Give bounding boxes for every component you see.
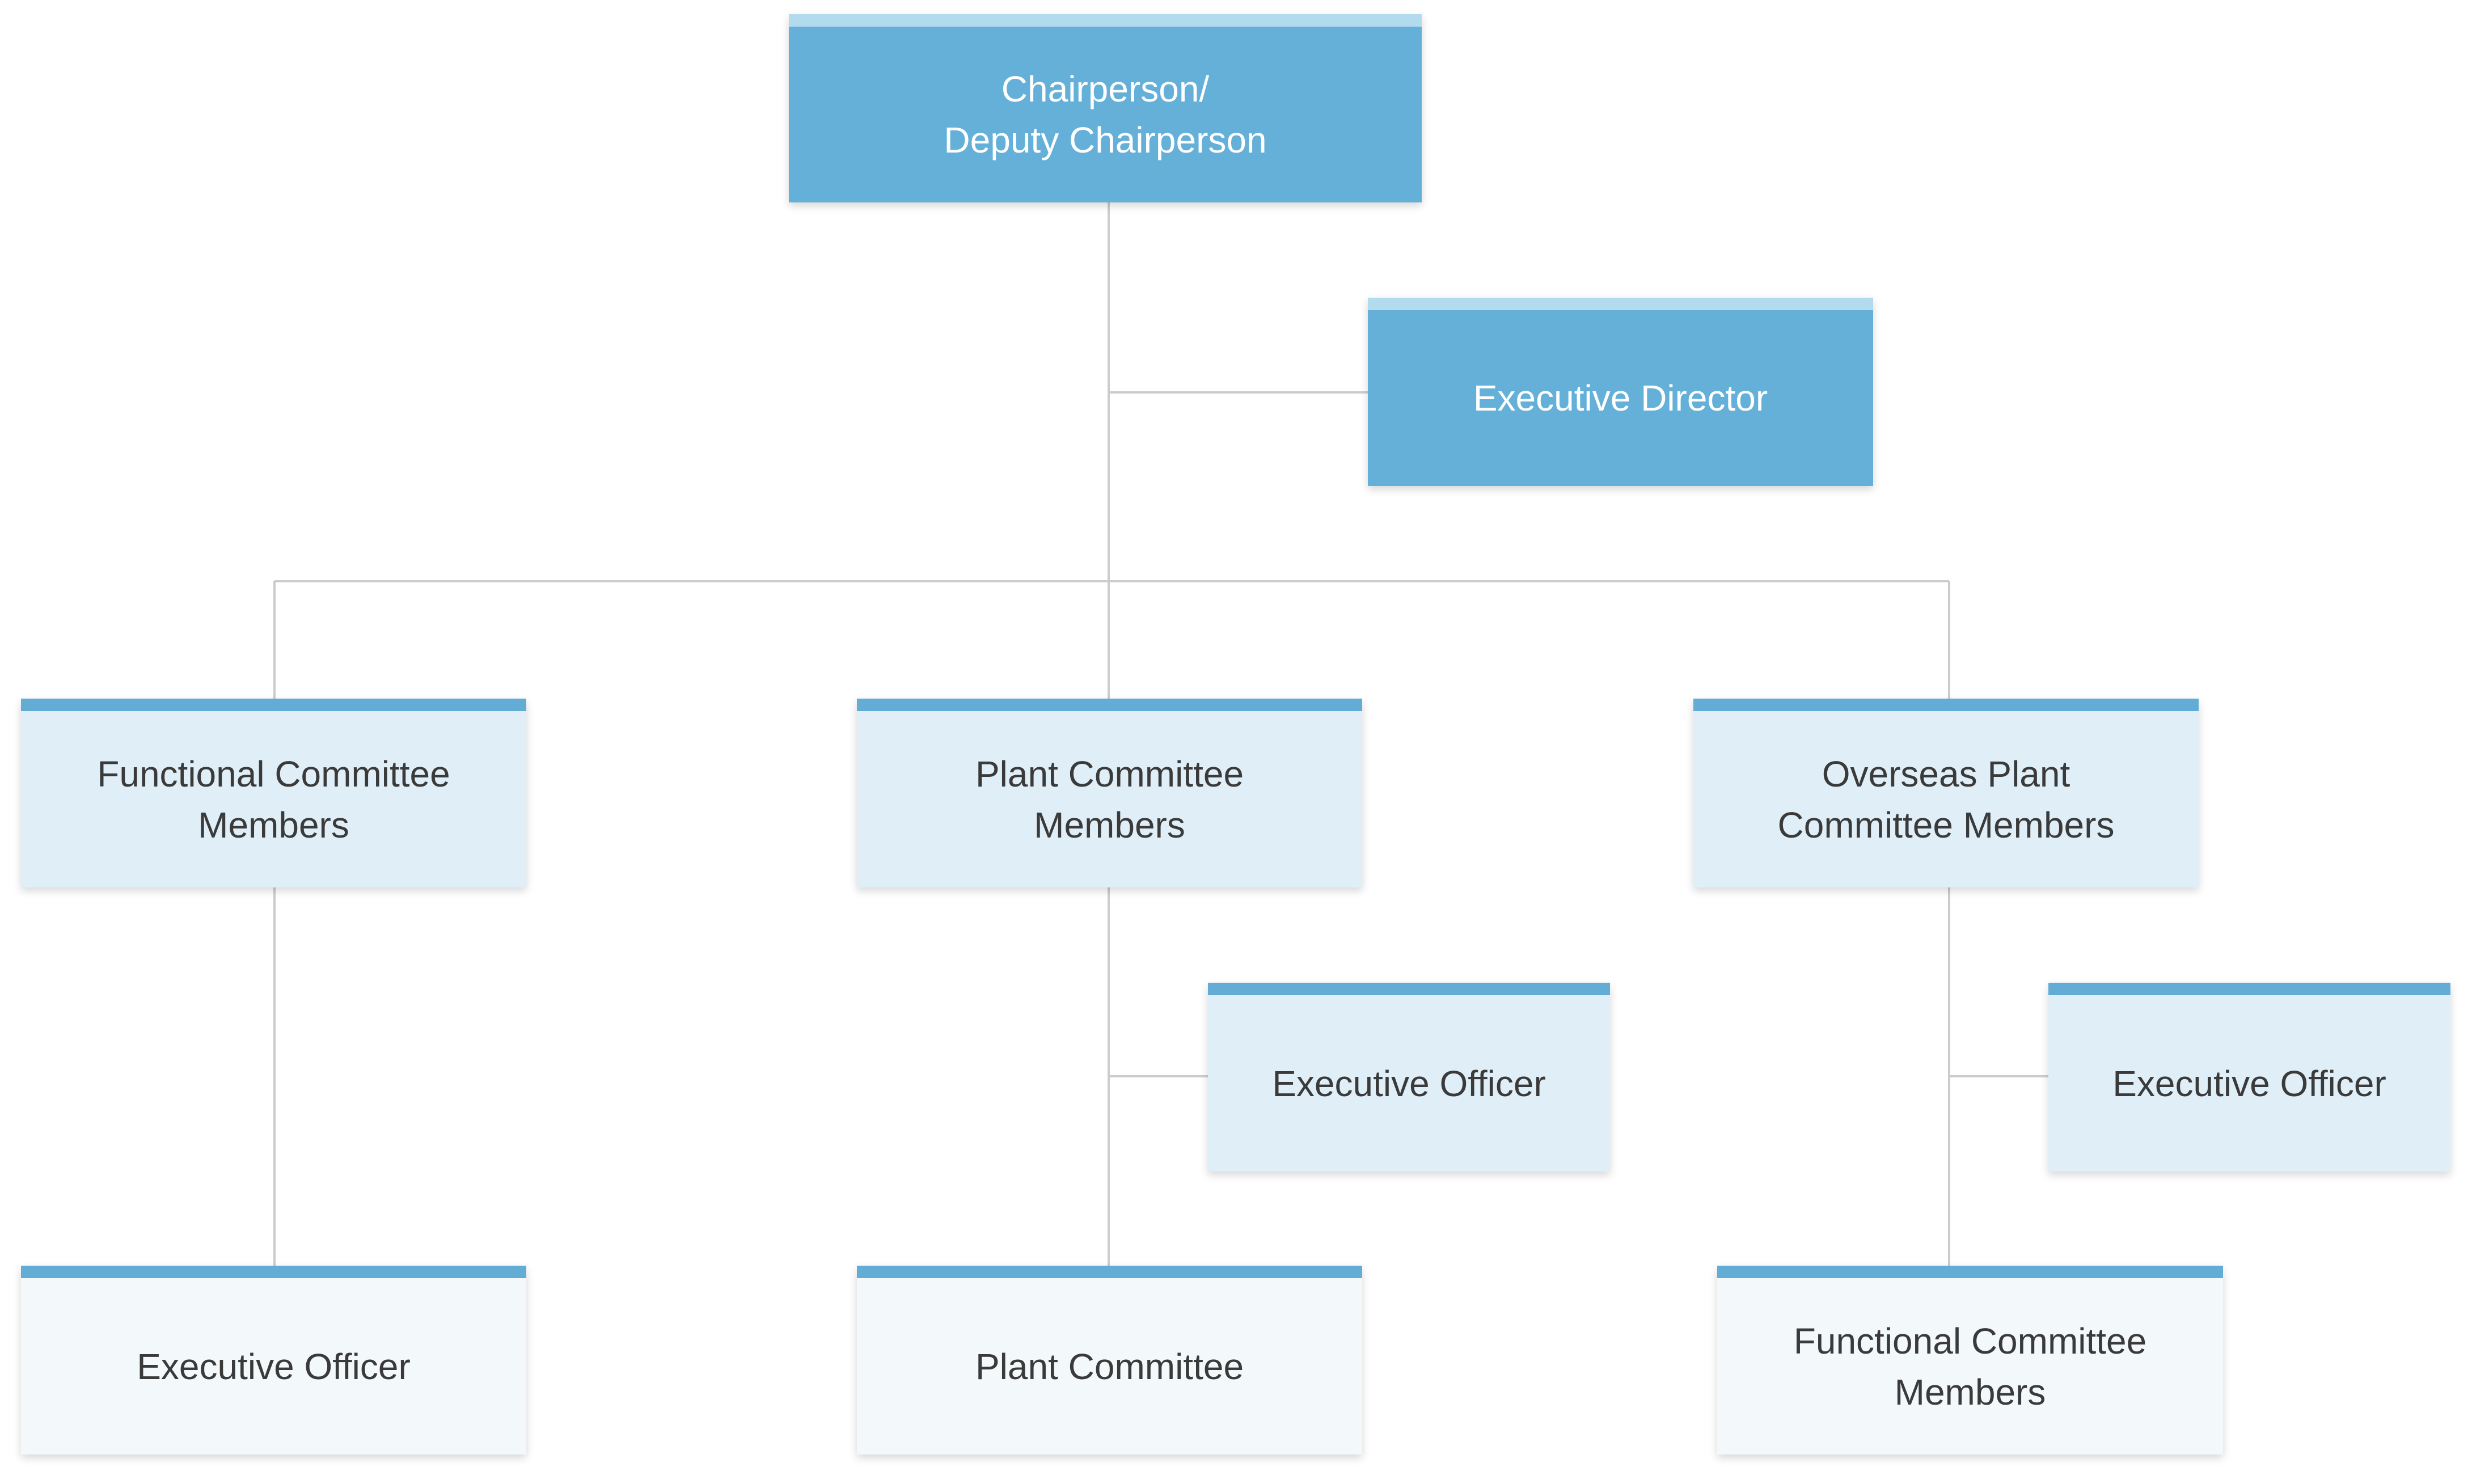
chairperson-label: Chairperson/ Deputy Chairperson xyxy=(944,69,1267,160)
functional-committee-members-right-label: Functional Committee Members xyxy=(1793,1320,2147,1413)
executive-officer-plant-label: Executive Officer xyxy=(1272,1063,1546,1104)
executive-director-box: Executive Director xyxy=(1368,298,1873,486)
chairperson-box: Chairperson/ Deputy Chairperson xyxy=(789,14,1422,202)
plant-committee-label: Plant Committee xyxy=(975,1346,1244,1387)
executive-officer-overseas-label: Executive Officer xyxy=(2112,1063,2386,1104)
plant-committee-box: Plant Committee xyxy=(857,1266,1362,1455)
plant-committee-members-box: Plant Committee Members xyxy=(857,699,1362,887)
executive-officer-left-box: Executive Officer xyxy=(21,1266,526,1455)
overseas-plant-committee-members-box: Overseas Plant Committee Members xyxy=(1693,699,2199,887)
overseas-plant-committee-members-label: Overseas Plant Committee Members xyxy=(1777,753,2115,845)
functional-committee-members-label: Functional Committee Members xyxy=(97,753,450,845)
executive-officer-overseas-box: Executive Officer xyxy=(2048,983,2450,1172)
functional-committee-members-box: Functional Committee Members xyxy=(21,699,526,887)
plant-committee-members-label: Plant Committee Members xyxy=(975,753,1244,845)
executive-officer-left-label: Executive Officer xyxy=(137,1346,411,1387)
functional-committee-members-right-box: Functional Committee Members xyxy=(1717,1266,2223,1455)
executive-officer-plant-box: Executive Officer xyxy=(1208,983,1610,1172)
executive-director-label: Executive Director xyxy=(1473,378,1768,418)
